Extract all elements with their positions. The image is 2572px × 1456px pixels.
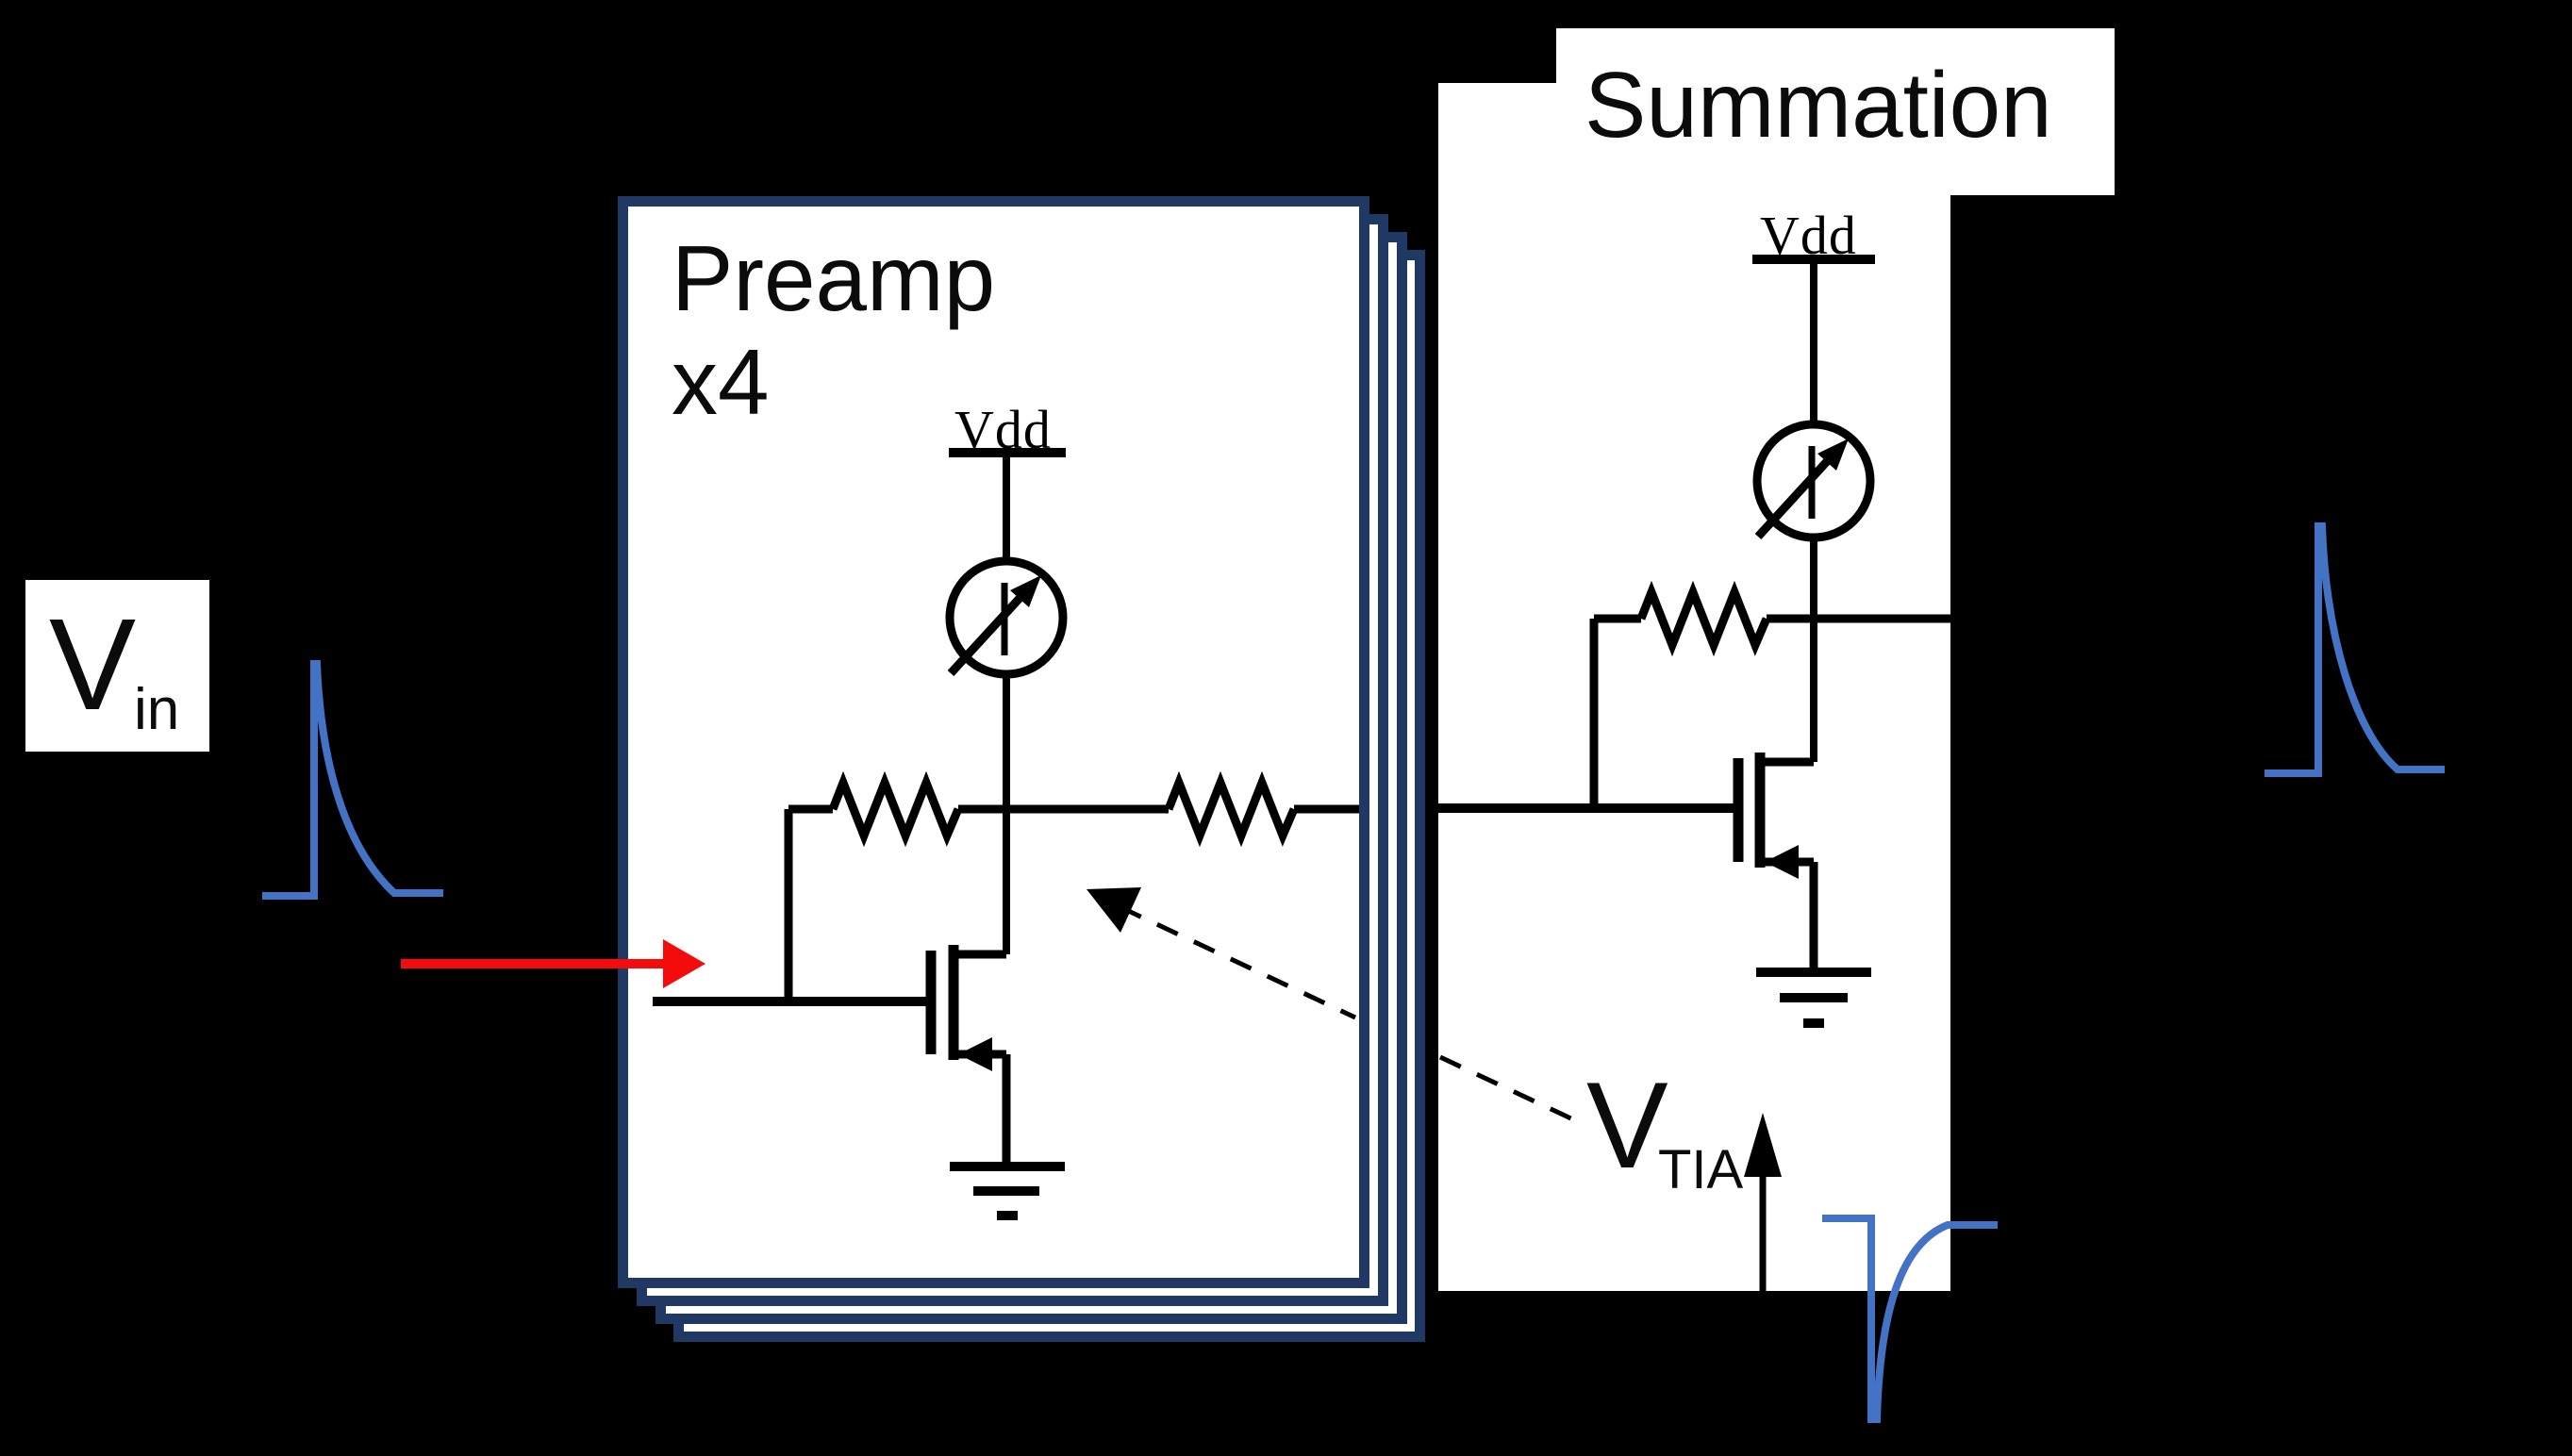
ground-icon-summation bbox=[1756, 968, 1871, 1028]
vtia-up-arrow-icon bbox=[1744, 1113, 1782, 1293]
nmos-icon-summation bbox=[1733, 753, 1818, 972]
vtia-waveform bbox=[1822, 1215, 1998, 1423]
preamp-title-line2: x4 bbox=[672, 330, 770, 434]
output-waveform bbox=[2265, 522, 2445, 777]
preamp-circuit bbox=[653, 448, 1359, 1220]
resistor-icon-preamp-output bbox=[1164, 770, 1299, 848]
resistor-icon-summation-feedback bbox=[1636, 580, 1771, 657]
summation-title-box bbox=[1556, 28, 2115, 195]
preamp-box bbox=[618, 196, 1369, 1288]
summation-title: Summation bbox=[1585, 53, 2052, 157]
summation-panel bbox=[1438, 83, 1950, 1291]
preamp-title-line1: Preamp bbox=[672, 226, 996, 330]
vin-label-base: V bbox=[49, 592, 137, 737]
current-source-icon bbox=[945, 556, 1068, 679]
vin-label-subscript: in bbox=[134, 677, 180, 742]
vin-waveform bbox=[262, 660, 443, 900]
preamp-title: Preamp x4 bbox=[672, 226, 995, 434]
dashed-arrow-icon bbox=[1087, 887, 1579, 1124]
input-arrow-icon bbox=[401, 939, 705, 988]
resistor-icon-preamp-feedback bbox=[828, 770, 963, 848]
summation-circuit bbox=[1438, 255, 1950, 1028]
vdd-label-summation: Vdd bbox=[1760, 205, 1857, 266]
vtia-label-subscript: TIA bbox=[1658, 1139, 1744, 1200]
vdd-label-preamp: Vdd bbox=[954, 399, 1052, 460]
ground-icon-preamp bbox=[950, 1162, 1065, 1220]
vtia-label-base: V bbox=[1586, 1056, 1668, 1194]
vin-label-box bbox=[25, 580, 209, 752]
current-source-icon bbox=[1752, 420, 1875, 542]
nmos-icon-preamp bbox=[925, 945, 1011, 1166]
